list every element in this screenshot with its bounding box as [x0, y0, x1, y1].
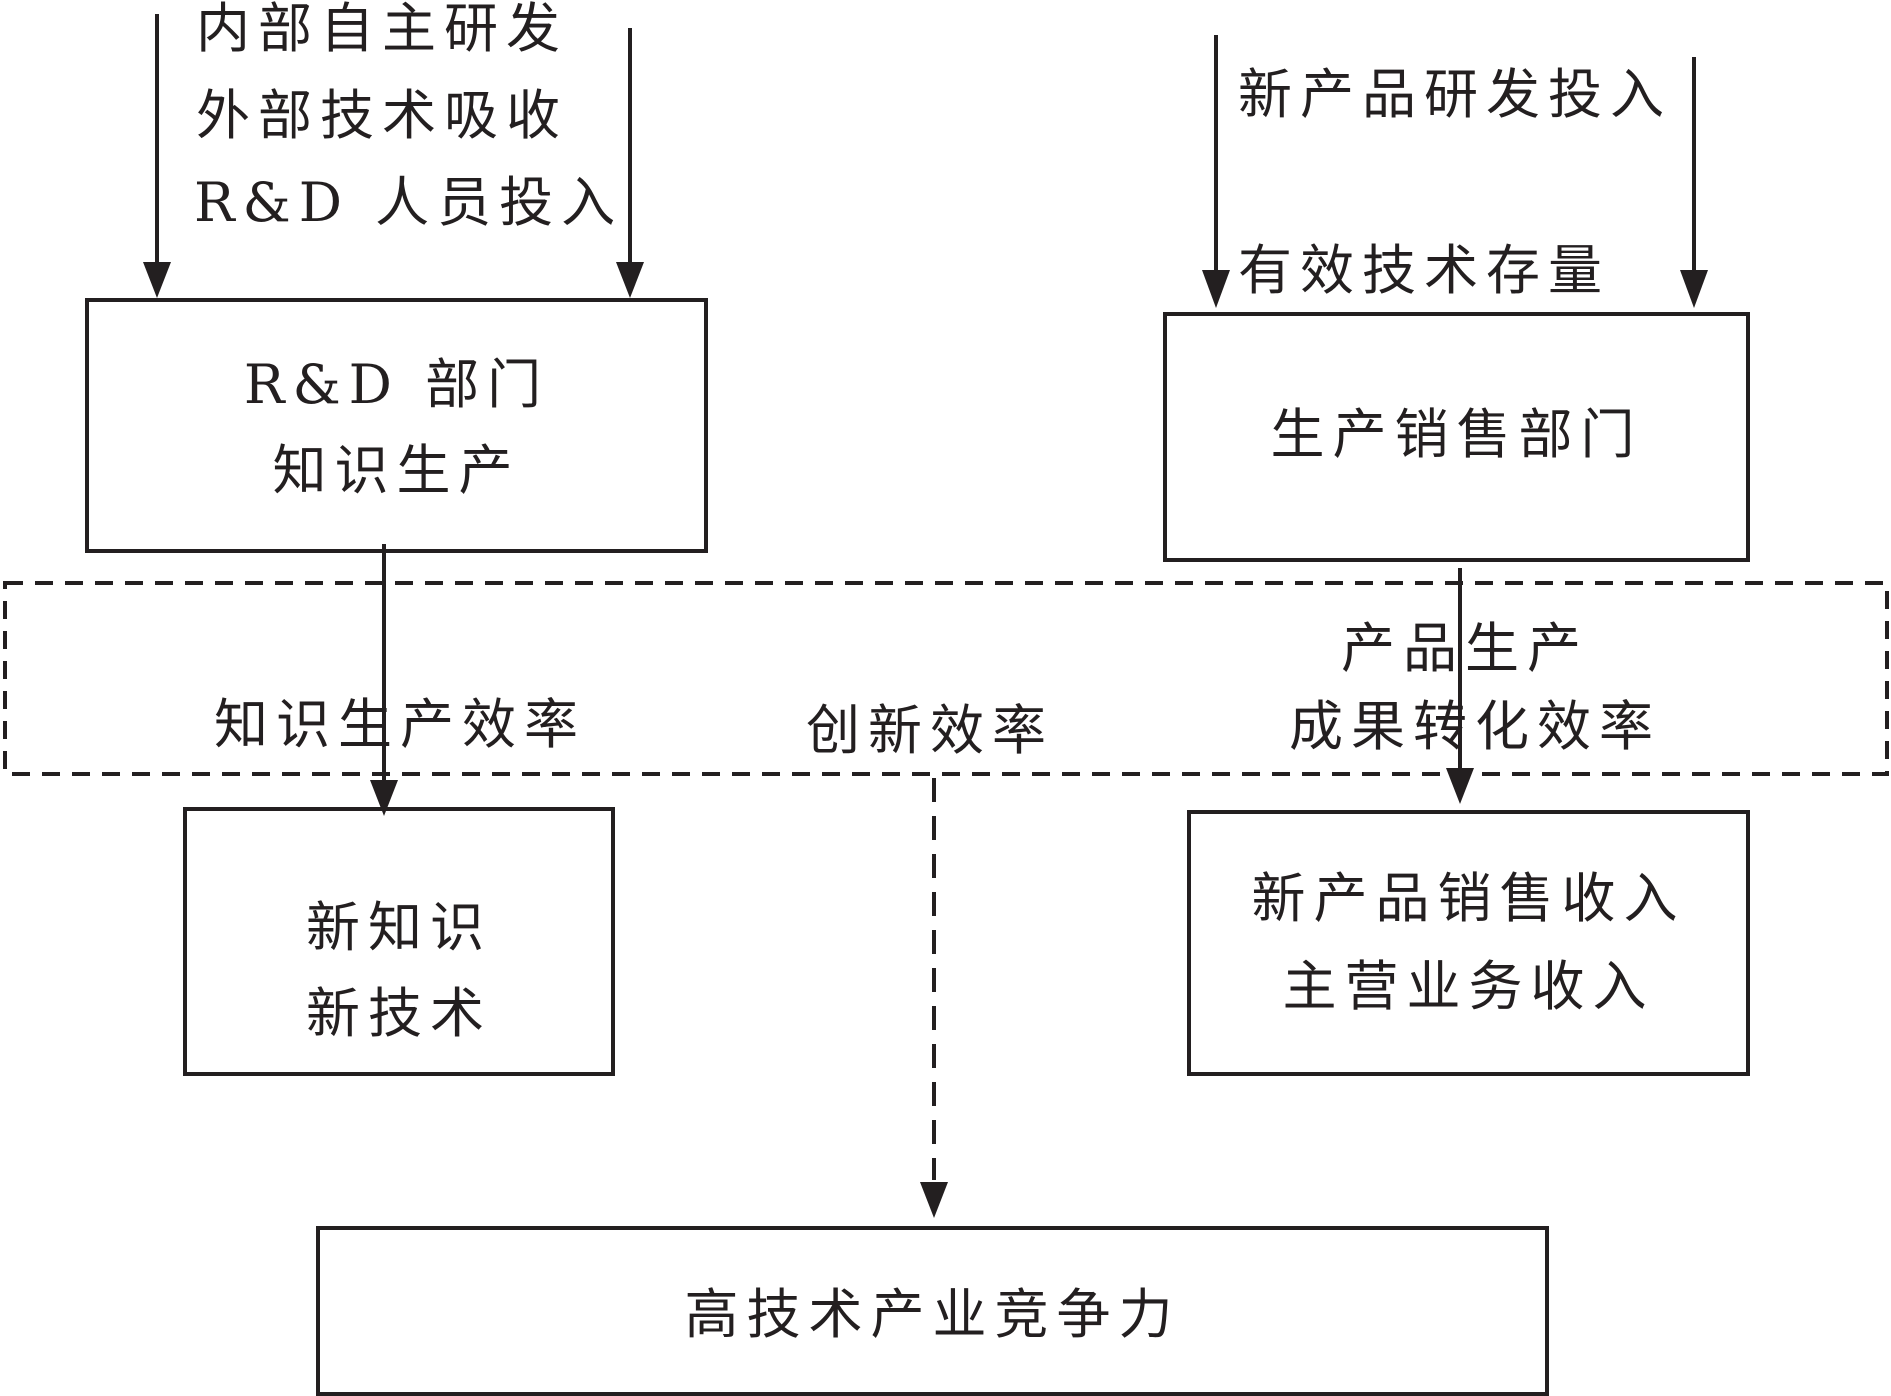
- rd-department-title: R&D 部门: [243, 353, 550, 416]
- sales-revenue-box: 新产品销售收入 主营业务收入: [1187, 810, 1750, 1076]
- prod-input-arrowhead-left: [1202, 270, 1230, 308]
- innovation-efficiency-label: 创新效率: [806, 699, 1054, 762]
- prod-input-label-1: 新产品研发投入: [1238, 63, 1672, 126]
- knowledge-arrowhead: [370, 780, 398, 816]
- efficiency-band: [3, 581, 1889, 776]
- main-business-revenue-label: 主营业务收入: [1282, 955, 1655, 1018]
- knowledge-production-label: 知识生产: [272, 439, 521, 502]
- rd-input-label-3: R&D 人员投入: [194, 171, 624, 234]
- conversion-arrowhead: [1446, 768, 1474, 804]
- production-sales-title: 生产销售部门: [1270, 403, 1643, 466]
- rd-input-arrowhead-right: [616, 262, 644, 298]
- conversion-efficiency-label-1: 产品生产: [1341, 617, 1589, 680]
- innovation-arrowhead: [920, 1182, 948, 1218]
- new-technology-label: 新技术: [306, 982, 492, 1045]
- conversion-efficiency-label-2: 成果转化效率: [1289, 695, 1661, 758]
- rd-department-box: R&D 部门 知识生产: [85, 298, 708, 553]
- rd-input-label-1: 内部自主研发: [196, 0, 568, 60]
- knowledge-efficiency-label: 知识生产效率: [214, 693, 586, 756]
- rd-input-label-2: 外部技术吸收: [196, 84, 568, 147]
- new-knowledge-box: 新知识 新技术: [183, 807, 615, 1076]
- industry-competitiveness-label: 高技术产业竞争力: [684, 1283, 1181, 1346]
- prod-input-label-2: 有效技术存量: [1238, 239, 1610, 302]
- production-sales-box: 生产销售部门: [1163, 312, 1750, 562]
- industry-competitiveness-box: 高技术产业竞争力: [316, 1226, 1549, 1396]
- prod-input-arrowhead-right: [1680, 270, 1708, 308]
- new-product-sales-label: 新产品销售收入: [1251, 867, 1686, 930]
- new-knowledge-label: 新知识: [306, 896, 492, 959]
- rd-input-arrowhead-left: [143, 262, 171, 298]
